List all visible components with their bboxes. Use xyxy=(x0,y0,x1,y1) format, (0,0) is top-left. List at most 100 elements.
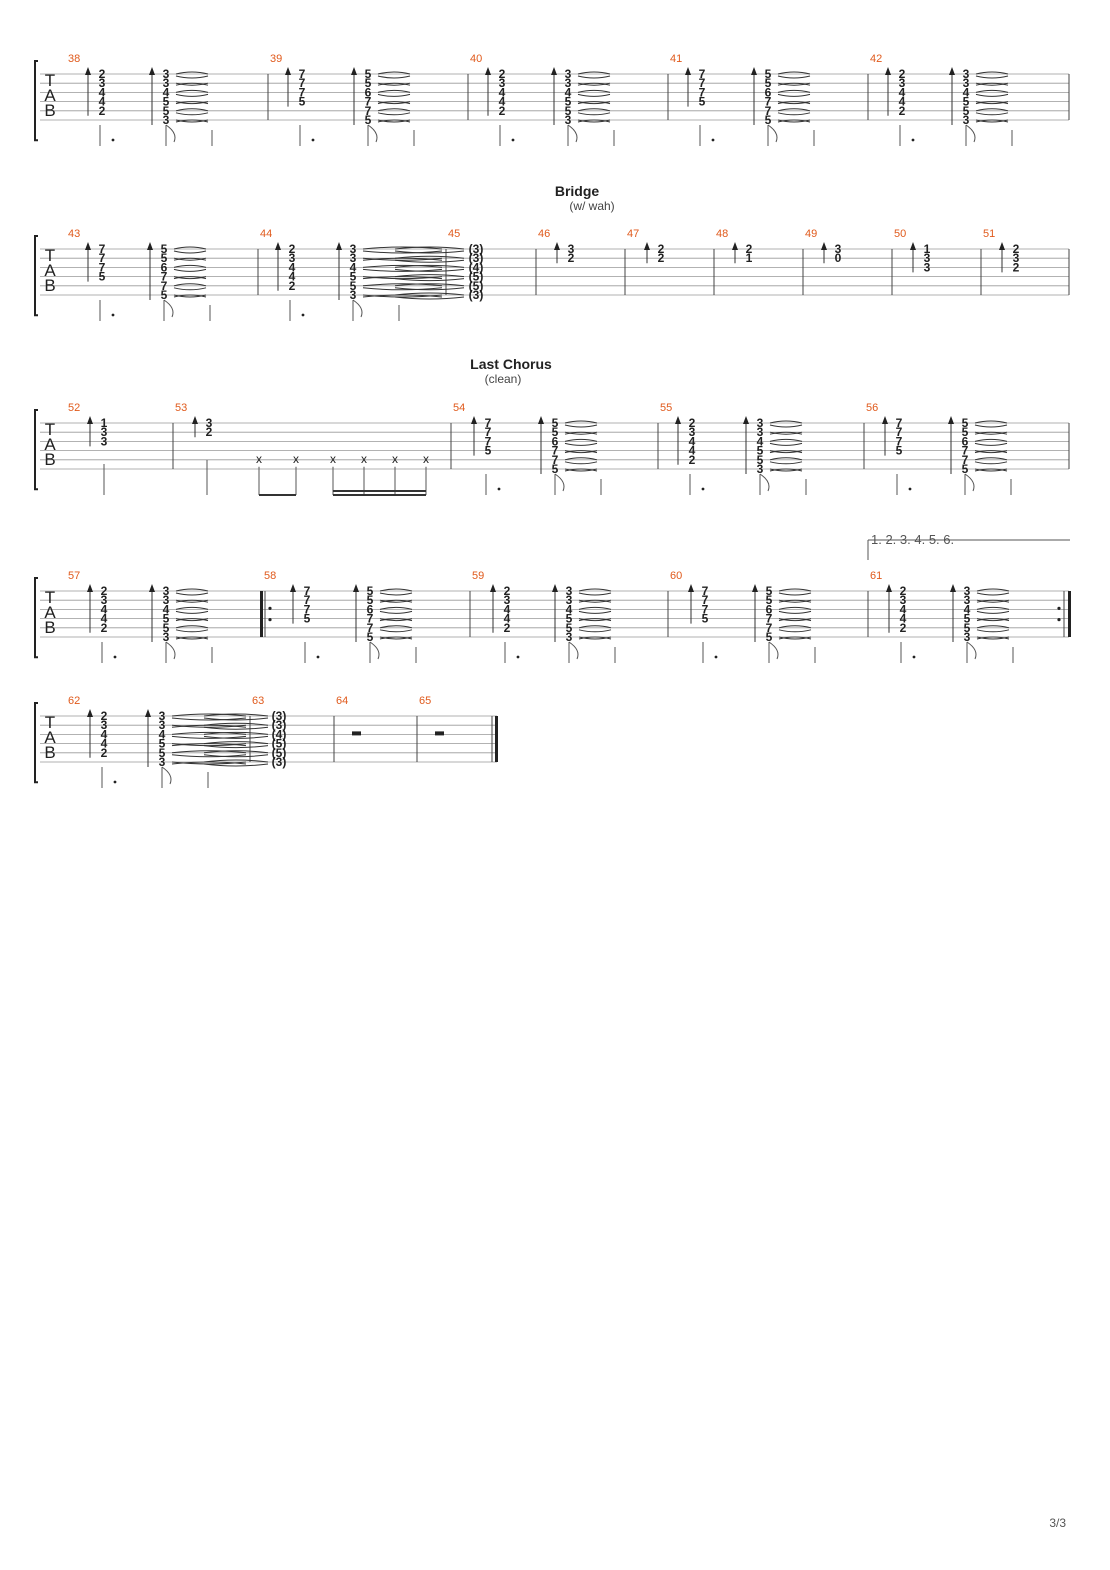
tie-arc xyxy=(777,82,811,86)
tie-arc xyxy=(577,101,611,105)
fret-number: 3 xyxy=(159,755,166,769)
tie-arc xyxy=(175,599,209,603)
fret-number: 5 xyxy=(367,593,374,607)
strum-arrow-head xyxy=(336,242,342,250)
fret-number: 5 xyxy=(367,584,374,598)
tie-arc xyxy=(769,438,803,442)
measure-number: 60 xyxy=(670,570,682,582)
tab-clef-letter: B xyxy=(44,450,55,469)
tie-arc xyxy=(974,431,1008,435)
tie-arc xyxy=(975,108,1009,112)
fret-number: 4 xyxy=(101,602,108,616)
tie-arc xyxy=(769,420,803,424)
fret-number: 2 xyxy=(99,104,106,118)
fret-number: 2 xyxy=(900,584,907,598)
tie-arc xyxy=(173,276,207,280)
fret-number: 7 xyxy=(365,95,372,109)
tie-arc xyxy=(175,112,209,116)
tie-arc xyxy=(175,75,209,79)
note-flag xyxy=(554,473,565,492)
fret-number: 7 xyxy=(485,425,492,439)
tie-arc xyxy=(975,101,1009,105)
tie-arc xyxy=(578,618,612,622)
tie-arc xyxy=(203,726,269,730)
section-title-bridge: Bridge xyxy=(555,183,600,199)
tie-arc xyxy=(974,468,1008,472)
fret-number: 7 xyxy=(896,425,903,439)
dot xyxy=(511,138,515,142)
fret-number: 5 xyxy=(896,444,903,458)
fret-number: 3 xyxy=(757,425,764,439)
tie-arc xyxy=(377,119,411,123)
tie-arc xyxy=(778,588,812,592)
tie-arc xyxy=(175,119,209,123)
tab-clef-letter: T xyxy=(45,71,55,90)
dot xyxy=(111,313,115,317)
tie-arc xyxy=(171,713,247,717)
fret-number: 7 xyxy=(304,584,311,598)
tie-arc xyxy=(203,750,269,754)
strum-arrow-head xyxy=(885,67,891,75)
tie-arc xyxy=(778,636,812,640)
tie-arc xyxy=(379,606,413,610)
tie-arc xyxy=(379,636,413,640)
fret-number: 4 xyxy=(566,602,573,616)
tie-arc xyxy=(769,450,803,454)
dot xyxy=(113,780,117,784)
fret-number: 2 xyxy=(1013,260,1020,274)
strum-arrow-head xyxy=(752,584,758,592)
note-flag xyxy=(768,641,779,660)
fret-number: 5 xyxy=(163,95,170,109)
fret-number: 6 xyxy=(365,85,372,99)
tie-arc xyxy=(379,588,413,592)
tie-arc xyxy=(564,450,598,454)
tie-arc xyxy=(394,287,465,291)
fret-number: 4 xyxy=(289,270,296,284)
strum-arrow-head xyxy=(688,584,694,592)
note-flag xyxy=(161,766,172,785)
tie-arc xyxy=(564,438,598,442)
fret-number: 5 xyxy=(766,584,773,598)
fret-number: 5 xyxy=(566,621,573,635)
tie-arc xyxy=(203,745,269,749)
fret-number: 7 xyxy=(699,67,706,81)
tie-arc xyxy=(777,108,811,112)
fret-number: 7 xyxy=(552,444,559,458)
tab-clef-letter: A xyxy=(44,86,56,105)
note-flag xyxy=(759,473,770,492)
tab-clef-letter: B xyxy=(44,618,55,637)
fret-number: 2 xyxy=(99,67,106,81)
fret-number: 2 xyxy=(504,621,511,635)
fret-number: 5 xyxy=(552,425,559,439)
tie-arc xyxy=(974,450,1008,454)
fret-number: (5) xyxy=(272,737,287,751)
tie-arc xyxy=(974,420,1008,424)
fret-number: 6 xyxy=(552,434,559,448)
dot xyxy=(497,487,501,491)
note-flag xyxy=(165,641,176,660)
tie-arc xyxy=(175,610,209,614)
fret-number: 4 xyxy=(163,85,170,99)
measure-number: 45 xyxy=(448,228,460,240)
fret-number: (5) xyxy=(469,279,484,293)
tie-arc xyxy=(564,420,598,424)
fret-number: 4 xyxy=(350,260,357,274)
tie-arc xyxy=(578,599,612,603)
strum-arrow-head xyxy=(290,584,296,592)
strum-arrow-head xyxy=(948,416,954,424)
strum-arrow-head xyxy=(285,67,291,75)
note-flag xyxy=(966,641,977,660)
tie-arc xyxy=(203,717,269,721)
fret-number: 7 xyxy=(299,85,306,99)
repeat-dot xyxy=(1057,606,1061,611)
fret-number: 3 xyxy=(757,416,764,430)
note-flag xyxy=(352,299,363,318)
tab-clef-letter: T xyxy=(45,713,55,732)
fret-number: 3 xyxy=(900,593,907,607)
tie-arc xyxy=(975,101,1009,105)
repeat-start-thick xyxy=(260,591,263,637)
tie-arc xyxy=(173,283,207,287)
fret-number: 7 xyxy=(896,416,903,430)
fret-number: 3 xyxy=(163,67,170,81)
fret-number: 3 xyxy=(504,593,511,607)
